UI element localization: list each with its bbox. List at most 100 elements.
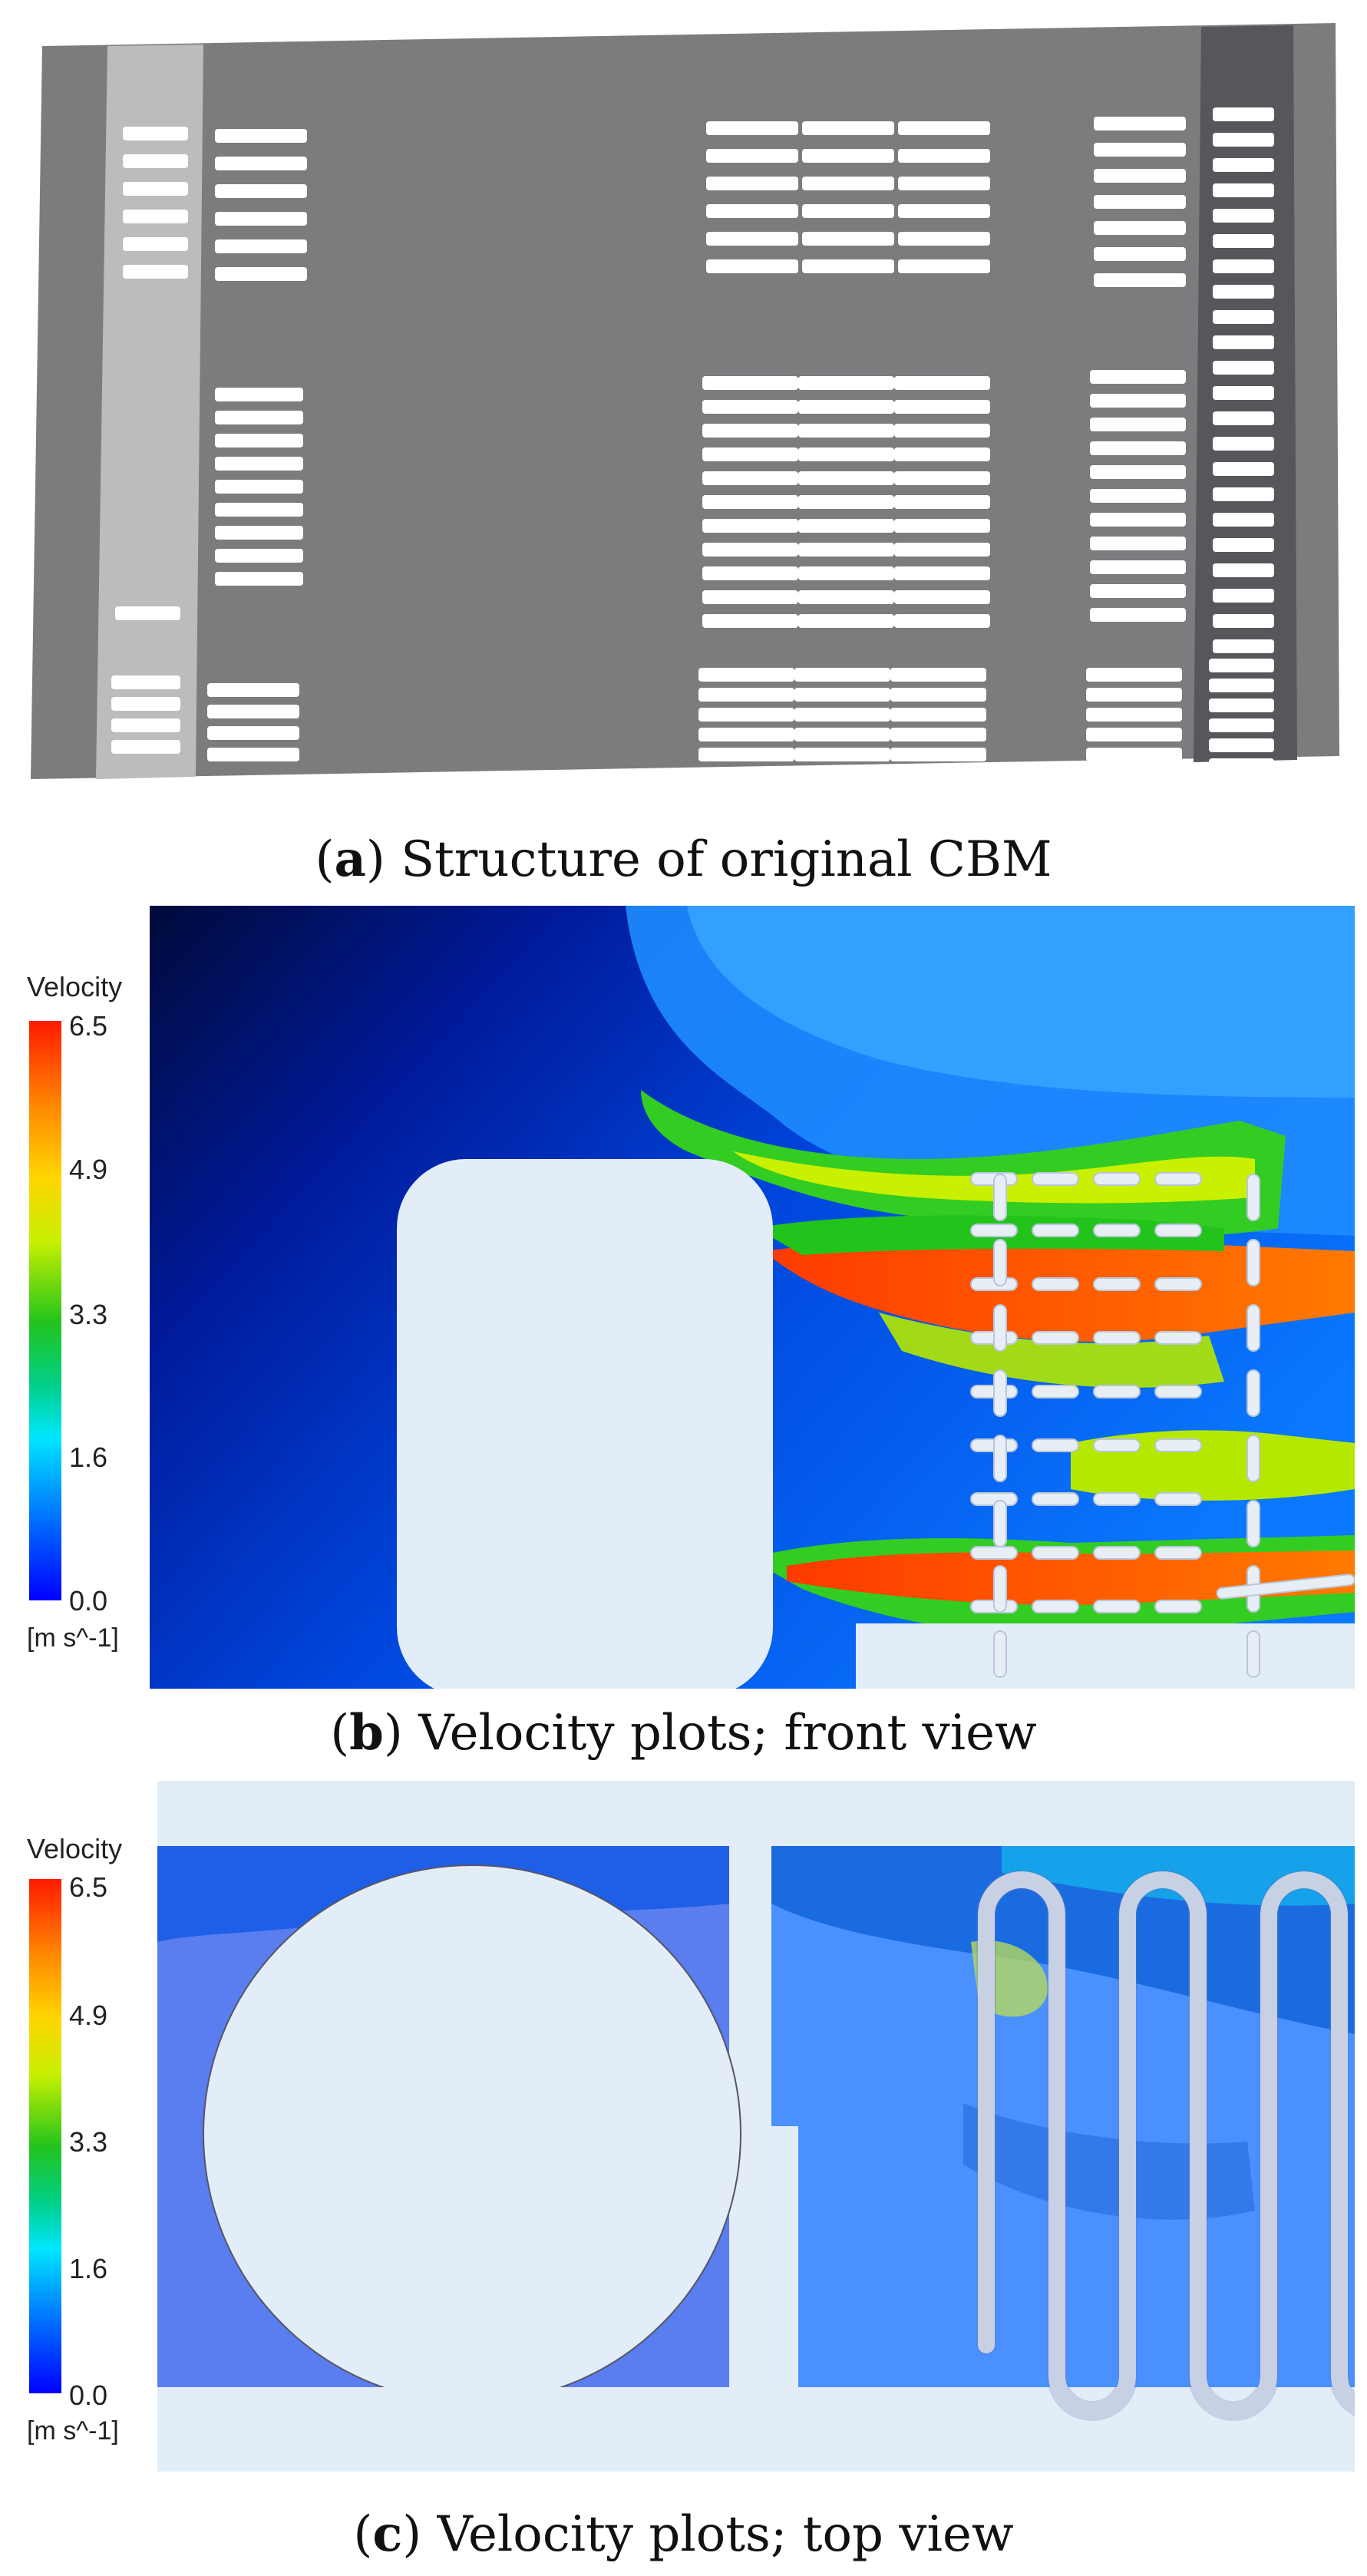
baffle-segment xyxy=(1154,1492,1202,1506)
vent-slot xyxy=(1090,608,1186,622)
vent-slot xyxy=(115,606,180,620)
vent-slot xyxy=(1213,285,1274,299)
vent-slot xyxy=(1090,418,1186,431)
vent-slot xyxy=(1209,758,1274,772)
legend-tick-c-4: 1.6 xyxy=(69,2253,108,2284)
vent-slot xyxy=(798,566,894,580)
vent-slot xyxy=(798,376,894,390)
vent-slot xyxy=(802,177,894,190)
vent-slot xyxy=(1209,679,1274,692)
vent-slot xyxy=(894,566,990,580)
baffle-segment xyxy=(1216,1574,1355,1600)
vent-slot xyxy=(1086,668,1182,682)
vent-slot xyxy=(890,688,986,702)
vent-slot xyxy=(798,471,894,485)
vent-slot xyxy=(1094,273,1186,287)
baffle-segment xyxy=(993,1565,1007,1613)
baffle-segment xyxy=(993,1630,1007,1678)
baffle-segment xyxy=(1154,1546,1202,1560)
baffle-segment xyxy=(1032,1277,1079,1291)
cbm-structure-diagram xyxy=(31,23,1339,779)
vent-slot xyxy=(123,182,188,196)
vent-slot xyxy=(802,259,894,273)
baffle-segment xyxy=(993,1435,1007,1482)
velocity-front-view-plot xyxy=(150,906,1355,1689)
vent-slot xyxy=(215,526,303,540)
baffle-segment xyxy=(993,1369,1007,1417)
baffle-segment xyxy=(1032,1492,1079,1506)
vent-slot xyxy=(898,149,990,163)
vent-slot xyxy=(207,683,299,697)
vent-slot xyxy=(1213,133,1274,147)
baffle-segment xyxy=(1093,1438,1141,1452)
baffle-segment xyxy=(1093,1600,1141,1613)
vent-slot xyxy=(798,519,894,533)
baffle-segment xyxy=(1093,1331,1141,1345)
baffle-segment xyxy=(993,1239,1007,1286)
vent-slot xyxy=(111,718,180,732)
vent-slot xyxy=(215,480,303,494)
baffle-segment xyxy=(1154,1385,1202,1399)
vent-slot xyxy=(894,471,990,485)
vent-slot xyxy=(706,259,798,273)
vent-slot xyxy=(894,590,990,604)
baffle-segment xyxy=(1032,1438,1079,1452)
vent-slot xyxy=(1090,489,1186,503)
vent-slot xyxy=(1213,107,1274,121)
vent-slot xyxy=(702,566,798,580)
baffle-segment xyxy=(1032,1546,1079,1560)
vent-slot xyxy=(698,708,794,722)
vent-slot xyxy=(802,204,894,218)
vent-slot xyxy=(215,388,303,401)
vent-slot xyxy=(111,740,180,754)
vent-slot xyxy=(1213,411,1274,425)
baffle-segment xyxy=(1032,1224,1079,1237)
vent-slot xyxy=(1213,361,1274,375)
vent-slot xyxy=(1090,513,1186,527)
baffle-segment xyxy=(993,1500,1007,1547)
vent-slot xyxy=(698,668,794,682)
vent-slot xyxy=(698,688,794,702)
vent-slot xyxy=(215,549,303,563)
legend-tick-max-c: 6.5 xyxy=(69,1871,108,1903)
vent-slot xyxy=(1086,748,1182,761)
vent-slot xyxy=(1213,538,1274,552)
baffle-segment xyxy=(1093,1172,1141,1186)
vent-slot xyxy=(1090,584,1186,598)
legend-tick-max-b: 6.5 xyxy=(69,1010,108,1042)
vent-slot xyxy=(1209,659,1274,672)
vent-slot xyxy=(898,204,990,218)
vent-slot xyxy=(215,239,307,253)
caption-b: (b) Velocity plots; front view xyxy=(330,1704,1037,1762)
vent-slot xyxy=(207,748,299,761)
vent-slot xyxy=(798,424,894,438)
vent-slot xyxy=(1213,386,1274,400)
baffle-segment xyxy=(1246,1630,1260,1678)
vent-slot xyxy=(706,232,798,246)
vent-slot xyxy=(1213,234,1274,248)
vent-slot xyxy=(898,121,990,135)
vent-slot xyxy=(894,447,990,461)
baffle-segment xyxy=(1246,1369,1260,1417)
vent-slot xyxy=(706,177,798,190)
vent-slot xyxy=(794,728,890,741)
vent-slot xyxy=(1094,117,1186,130)
vent-slot xyxy=(1213,614,1274,628)
vent-slot xyxy=(1090,560,1186,574)
vent-slot xyxy=(1094,143,1186,157)
vent-slot xyxy=(898,232,990,246)
vent-slot xyxy=(898,177,990,190)
vent-slot xyxy=(894,424,990,438)
vent-slot xyxy=(1209,718,1274,732)
baffle-segment xyxy=(1093,1224,1141,1237)
vent-slot xyxy=(1090,465,1186,479)
vent-slot xyxy=(702,424,798,438)
vent-slot xyxy=(802,232,894,246)
vent-slot xyxy=(1086,708,1182,722)
vent-slot xyxy=(215,457,303,471)
baffle-segment xyxy=(1154,1438,1202,1452)
baffle-segment xyxy=(1093,1277,1141,1291)
vent-slot xyxy=(1213,158,1274,172)
baffle-segment xyxy=(1093,1546,1141,1560)
legend-title-c: Velocity xyxy=(27,1833,123,1864)
